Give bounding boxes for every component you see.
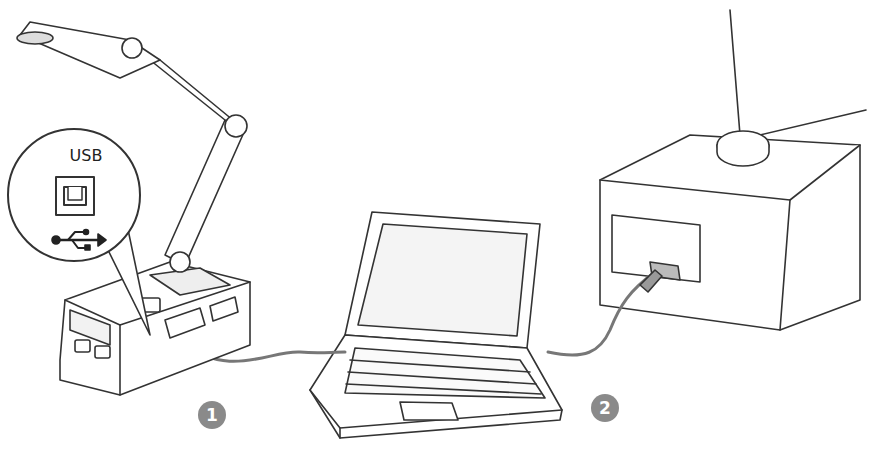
light-ray [760, 110, 866, 135]
callout-circle [198, 401, 226, 429]
callout-number: 1 [199, 402, 225, 428]
port-label: USB [70, 148, 103, 164]
usb-port-inset [8, 129, 150, 335]
callout-circle [591, 394, 619, 422]
usb-trident-symbol [52, 230, 106, 251]
callout-number: 2 [592, 395, 618, 421]
laptop [310, 212, 562, 438]
vga-plug [640, 270, 662, 292]
vga-cable [548, 272, 655, 355]
projector [600, 131, 860, 330]
light-ray [730, 10, 740, 135]
